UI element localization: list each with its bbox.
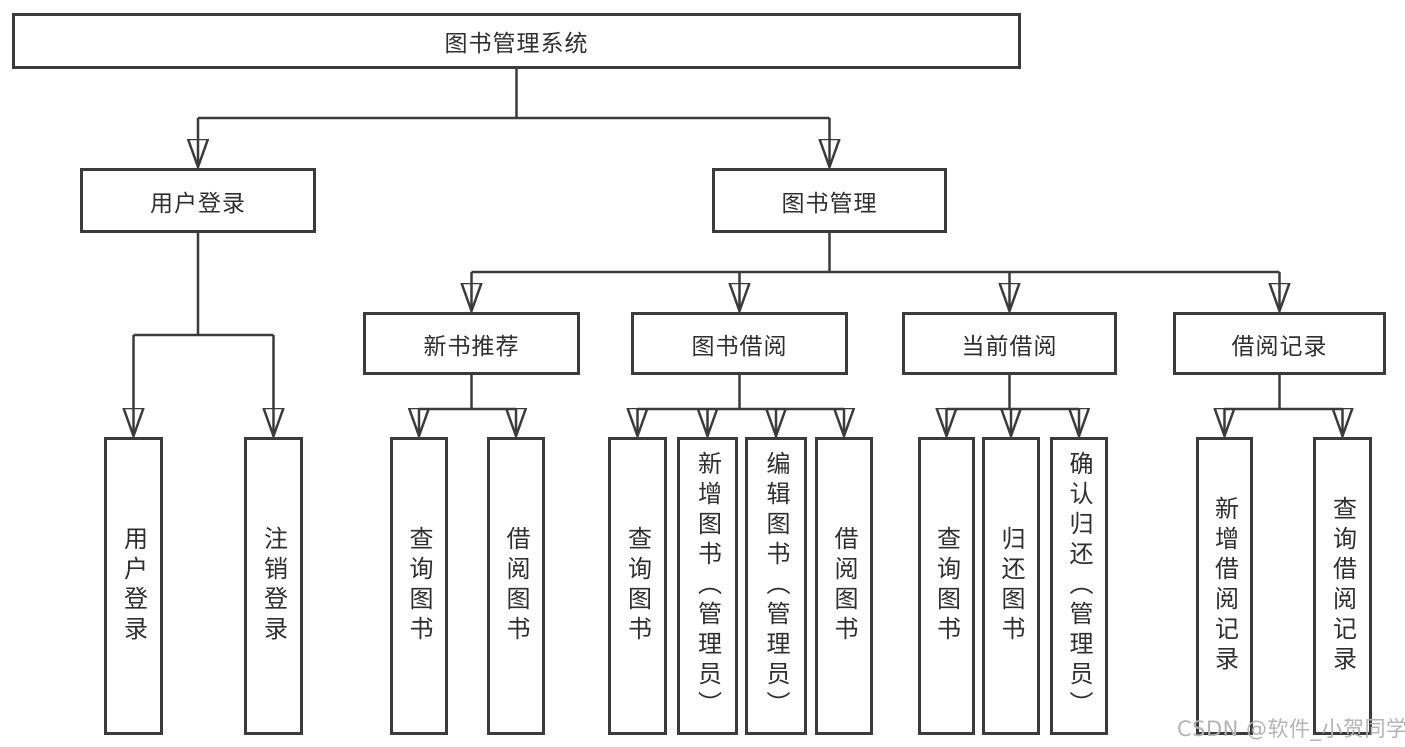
node-leaf-confirm-return-admin: 确认归还（管理员） (1050, 437, 1108, 735)
connector-borrow-records (1225, 375, 1343, 436)
node-book-borrow-label: 图书借阅 (691, 333, 788, 360)
node-library-management-system-label: 图书管理系统 (444, 31, 589, 57)
watermark-text: CSDN @软件_小贺同学 (1177, 717, 1405, 741)
node-user-login: 用户登录 (80, 168, 316, 233)
node-leaf-user-login: 用户登录 (104, 437, 163, 735)
node-leaf-logout-label: 注销登录 (259, 526, 288, 646)
node-current-borrow: 当前借阅 (902, 312, 1117, 375)
node-leaf-edit-book-admin-label: 编辑图书（管理员） (762, 451, 790, 721)
node-new-book-recommend: 新书推荐 (363, 312, 580, 375)
node-leaf-user-login-label: 用户登录 (119, 526, 148, 646)
node-leaf-add-borrow-record: 新增借阅记录 (1196, 437, 1253, 735)
node-leaf-confirm-return-admin-label: 确认归还（管理员） (1065, 451, 1093, 721)
node-leaf-borrow-books-label: 借阅图书 (830, 526, 858, 646)
node-current-borrow-label: 当前借阅 (961, 333, 1058, 360)
connector-root (198, 69, 830, 167)
node-leaf-add-borrow-record-label: 新增借阅记录 (1210, 496, 1239, 676)
node-leaf-return-books: 归还图书 (982, 437, 1040, 735)
node-leaf-query-books-recommend-label: 查询图书 (405, 526, 433, 646)
node-leaf-borrow-books-recommend-label: 借阅图书 (502, 526, 530, 646)
node-library-management-system: 图书管理系统 (12, 13, 1021, 69)
node-book-management: 图书管理 (712, 168, 947, 233)
node-leaf-query-books-borrow: 查询图书 (608, 437, 667, 735)
node-leaf-query-borrow-record: 查询借阅记录 (1313, 437, 1372, 735)
connector-book-management (472, 233, 1280, 311)
node-borrow-records: 借阅记录 (1173, 312, 1386, 375)
connector-current-borrow (947, 375, 1080, 436)
node-leaf-query-borrow-record-label: 查询借阅记录 (1328, 496, 1357, 676)
node-new-book-recommend-label: 新书推荐 (423, 333, 520, 360)
node-leaf-borrow-books-recommend: 借阅图书 (487, 437, 545, 735)
node-borrow-records-label: 借阅记录 (1231, 333, 1328, 360)
node-leaf-logout: 注销登录 (244, 437, 303, 735)
connector-new-book-recommend (419, 375, 516, 436)
node-book-management-label: 图书管理 (781, 190, 878, 217)
node-leaf-return-books-label: 归还图书 (997, 526, 1025, 646)
node-leaf-query-books-recommend: 查询图书 (390, 437, 448, 735)
connector-book-borrow (638, 375, 845, 436)
node-leaf-query-books-borrow-label: 查询图书 (623, 526, 652, 646)
node-leaf-add-book-admin-label: 新增图书（管理员） (693, 451, 722, 721)
node-leaf-edit-book-admin: 编辑图书（管理员） (745, 437, 807, 735)
node-book-borrow: 图书借阅 (631, 312, 848, 375)
node-leaf-add-book-admin: 新增图书（管理员） (677, 437, 738, 735)
node-leaf-query-books-current-label: 查询图书 (932, 526, 961, 646)
node-user-login-label: 用户登录 (150, 190, 246, 217)
node-leaf-query-books-current: 查询图书 (918, 437, 975, 735)
connector-user-login (134, 233, 274, 436)
node-leaf-borrow-books: 借阅图书 (815, 437, 873, 735)
